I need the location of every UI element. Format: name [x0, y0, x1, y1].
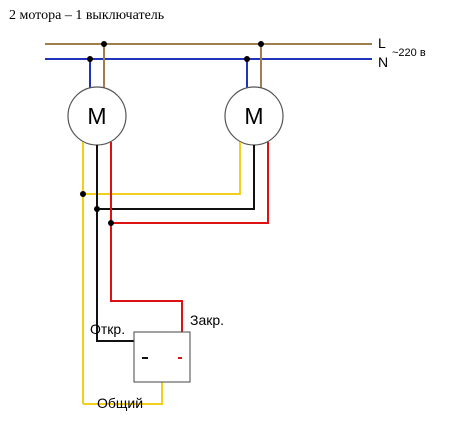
switch-common-label: Общий — [97, 395, 143, 411]
junction-dot — [87, 56, 93, 62]
junction-dot — [101, 41, 107, 47]
motor-1: M — [67, 86, 127, 146]
motor-2-symbol: M — [244, 103, 263, 129]
voltage-label: ~220 в — [392, 47, 426, 59]
motor-2: M — [224, 86, 284, 146]
junction-dot — [108, 220, 114, 226]
diagram-title: 2 мотора – 1 выключатель — [9, 8, 164, 23]
motor-1-symbol: M — [87, 103, 106, 129]
red-wire-motor2 — [111, 142, 269, 224]
black-wire-motor2 — [97, 145, 255, 210]
junction-dot — [94, 206, 100, 212]
junction-dot — [258, 41, 264, 47]
phase-label: L — [378, 35, 386, 51]
junction-dot — [80, 191, 86, 197]
neutral-label: N — [378, 54, 388, 70]
switch-close-label: Закр. — [190, 312, 224, 328]
yellow-wire-motor2 — [83, 142, 241, 195]
junction-dot — [244, 56, 250, 62]
switch-open-label: Откр. — [90, 321, 125, 337]
